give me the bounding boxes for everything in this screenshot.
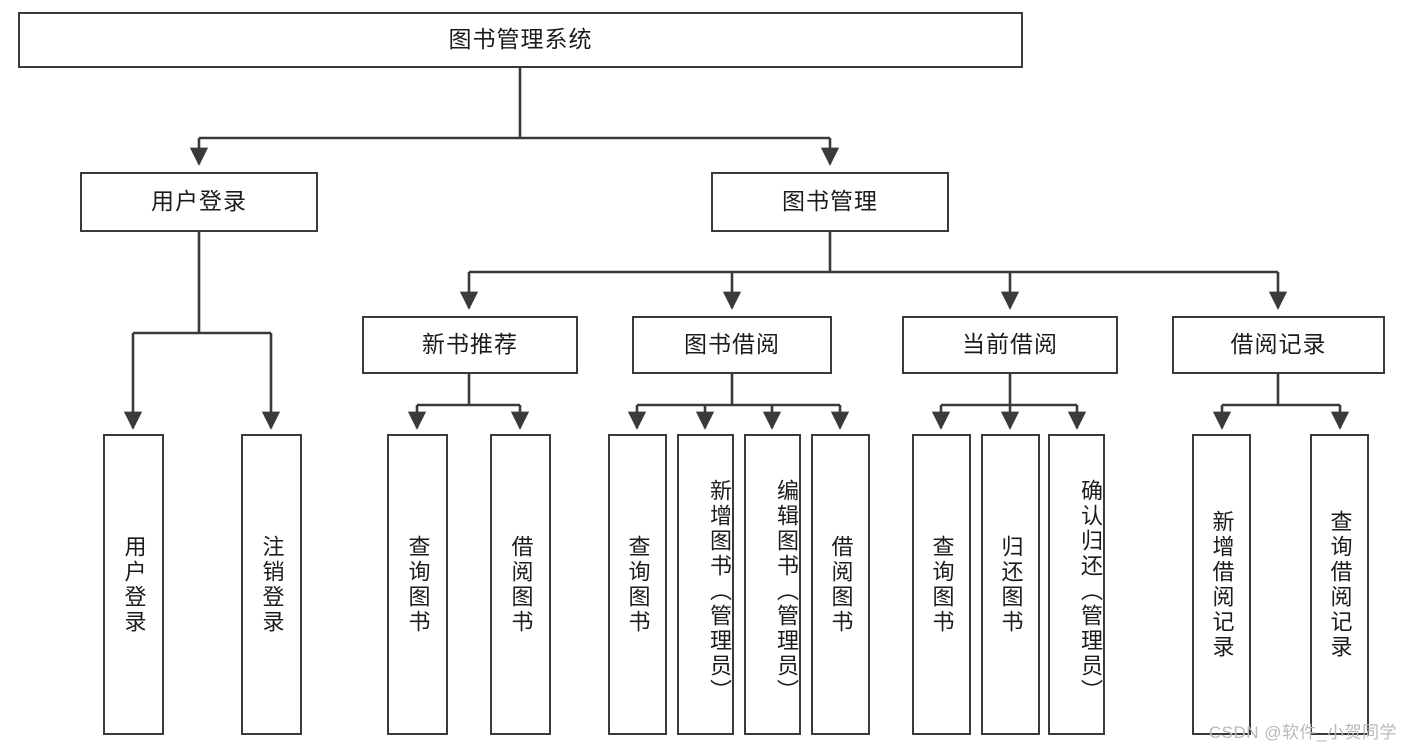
- leaf-query-book-1[interactable]: 查询图书: [387, 434, 448, 735]
- node-current-borrow[interactable]: 当前借阅: [902, 316, 1118, 374]
- node-borrow-record-label: 借阅记录: [1230, 331, 1327, 358]
- leaf-return-book-label: 归还图书: [998, 534, 1024, 635]
- node-new-book-recommend[interactable]: 新书推荐: [362, 316, 578, 374]
- node-current-borrow-label: 当前借阅: [962, 331, 1058, 358]
- node-book-borrow-label: 图书借阅: [684, 331, 780, 358]
- leaf-edit-book[interactable]: 编辑图书（管理员）: [744, 434, 801, 735]
- leaf-borrow-book-2-label: 借阅图书: [828, 534, 854, 635]
- leaf-add-book-label: 新增图书（管理员）: [707, 479, 732, 704]
- node-borrow-record[interactable]: 借阅记录: [1172, 316, 1385, 374]
- leaf-add-record[interactable]: 新增借阅记录: [1192, 434, 1251, 735]
- leaf-logout-login-label: 注销登录: [259, 534, 285, 635]
- csdn-watermark: CSDN @软件_小贺同学: [1208, 723, 1397, 742]
- node-book-management-label: 图书管理: [782, 188, 878, 215]
- leaf-borrow-book-1-label: 借阅图书: [508, 534, 534, 635]
- leaf-return-book[interactable]: 归还图书: [981, 434, 1040, 735]
- leaf-confirm-return[interactable]: 确认归还（管理员）: [1048, 434, 1105, 735]
- leaf-logout-login[interactable]: 注销登录: [241, 434, 302, 735]
- leaf-query-book-3[interactable]: 查询图书: [912, 434, 971, 735]
- node-root-label: 图书管理系统: [448, 26, 593, 53]
- leaf-query-book-2-label: 查询图书: [625, 534, 651, 635]
- node-book-management[interactable]: 图书管理: [711, 172, 949, 232]
- leaf-add-book[interactable]: 新增图书（管理员）: [677, 434, 734, 735]
- leaf-edit-book-label: 编辑图书（管理员）: [774, 479, 799, 704]
- leaf-query-record[interactable]: 查询借阅记录: [1310, 434, 1369, 735]
- node-root[interactable]: 图书管理系统: [18, 12, 1023, 68]
- leaf-query-book-1-label: 查询图书: [405, 534, 431, 635]
- leaf-user-login[interactable]: 用户登录: [103, 434, 164, 735]
- node-book-borrow[interactable]: 图书借阅: [632, 316, 832, 374]
- leaf-query-book-3-label: 查询图书: [929, 534, 955, 635]
- leaf-query-record-label: 查询借阅记录: [1327, 509, 1353, 660]
- leaf-confirm-return-label: 确认归还（管理员）: [1078, 479, 1103, 704]
- node-user-login[interactable]: 用户登录: [80, 172, 318, 232]
- leaf-borrow-book-1[interactable]: 借阅图书: [490, 434, 551, 735]
- leaf-query-book-2[interactable]: 查询图书: [608, 434, 667, 735]
- leaf-user-login-label: 用户登录: [121, 534, 147, 635]
- node-user-login-label: 用户登录: [151, 188, 247, 215]
- node-new-book-recommend-label: 新书推荐: [422, 331, 518, 358]
- leaf-add-record-label: 新增借阅记录: [1209, 509, 1235, 660]
- leaf-borrow-book-2[interactable]: 借阅图书: [811, 434, 870, 735]
